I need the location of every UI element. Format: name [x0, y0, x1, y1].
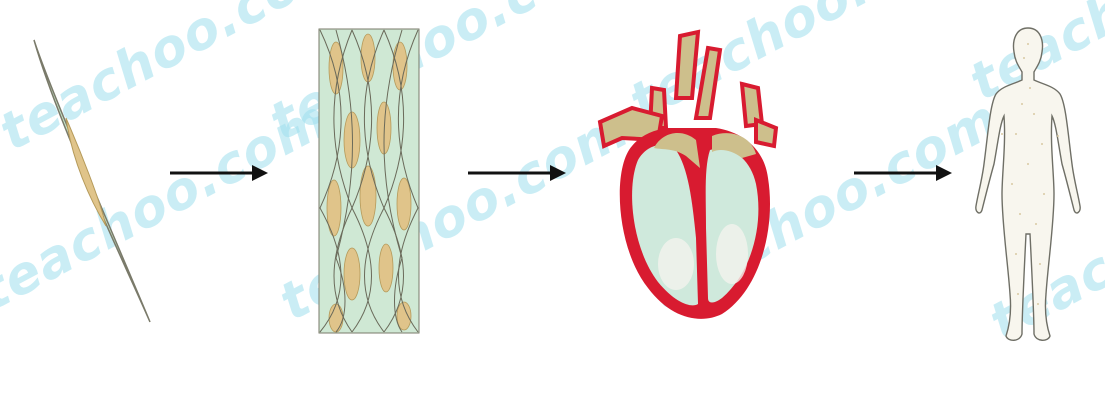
smooth-muscle-cell-icon — [20, 30, 160, 330]
muscle-tissue-icon — [318, 28, 420, 334]
human-body-icon — [972, 24, 1084, 346]
watermark-text: teachoo.com — [260, 0, 629, 153]
arrow-right-icon — [168, 162, 270, 184]
arrow-right-icon — [852, 162, 954, 184]
heart-organ-icon — [592, 28, 792, 338]
cell-nucleus — [66, 118, 106, 226]
arrow-right-icon — [466, 162, 568, 184]
body-outline — [976, 28, 1080, 340]
